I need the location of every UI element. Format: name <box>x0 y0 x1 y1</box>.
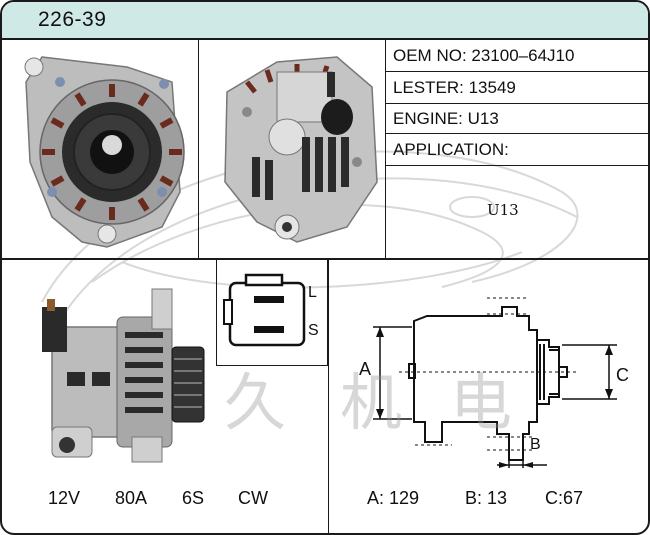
alternator-rear-photo <box>224 56 378 243</box>
connector-box <box>216 258 328 366</box>
divider-top-1 <box>198 38 199 258</box>
info-row-line-1 <box>385 71 648 72</box>
watermark-char-2: 机 <box>340 366 403 439</box>
header-bar: 226-39 <box>2 2 648 40</box>
alternator-side-photo <box>42 288 205 463</box>
watermark-char-1: 久 <box>224 366 287 439</box>
divider-bottom <box>328 258 329 533</box>
dimension-a-value: A: 129 <box>367 488 420 508</box>
spec-voltage: 12V <box>48 488 81 508</box>
dimension-drawing <box>373 297 617 468</box>
spec-rotation: CW <box>238 488 268 508</box>
dimension-label-a: A <box>359 359 372 379</box>
connector-diagram <box>223 273 306 347</box>
dimension-b-value: B: 13 <box>465 488 508 508</box>
terminal-l-label: L <box>308 284 317 301</box>
watermark-char-3: 电 <box>450 366 513 439</box>
spec-pulley: 6S <box>182 488 205 508</box>
dimension-label-b: B <box>530 436 541 453</box>
handwritten-note: U13 <box>487 201 519 219</box>
alternator-front-photo <box>24 56 185 248</box>
part-number: 226-39 <box>38 8 107 31</box>
divider-top-2 <box>385 38 386 258</box>
info-row-line-3 <box>385 133 648 134</box>
info-row-line-4 <box>385 165 648 166</box>
dimension-c-value: C:67 <box>545 488 584 508</box>
terminal-s-label: S <box>308 322 319 339</box>
dimension-label-c: C <box>616 365 629 385</box>
lester-number: LESTER: 13549 <box>393 78 516 97</box>
oem-number: OEM NO: 23100–64J10 <box>393 46 575 65</box>
divider-middle <box>2 258 648 260</box>
application-label: APPLICATION: <box>393 140 509 159</box>
engine-code: ENGINE: U13 <box>393 109 499 128</box>
info-row-line-2 <box>385 103 648 104</box>
spec-amperage: 80A <box>115 488 148 508</box>
